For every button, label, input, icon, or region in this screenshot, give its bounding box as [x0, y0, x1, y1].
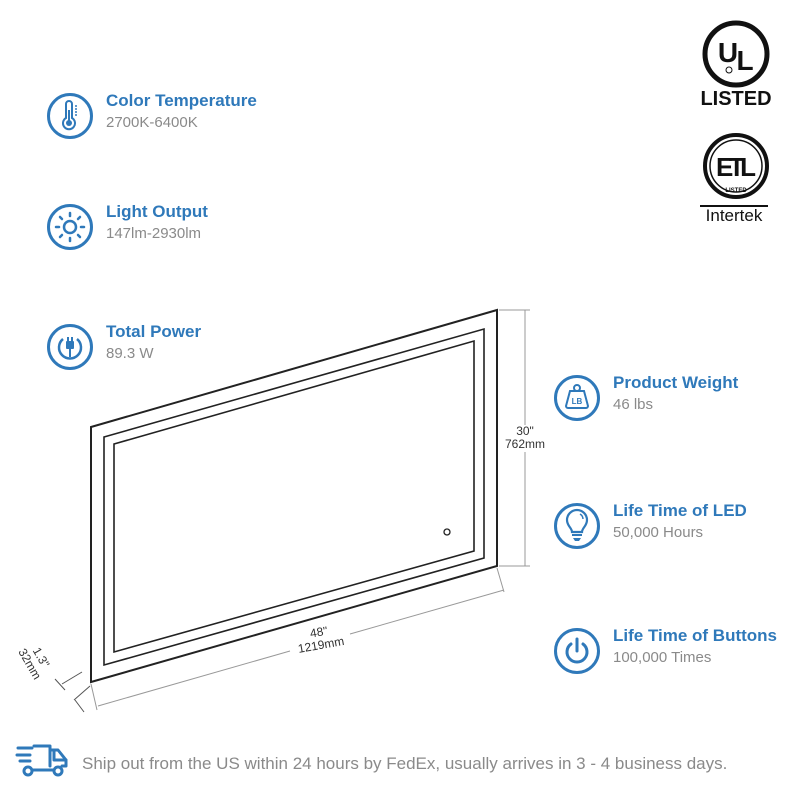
weight-badge: LB [572, 397, 583, 406]
truck-icon [15, 744, 68, 777]
svg-text:U: U [718, 37, 738, 68]
feature-value: 2700K-6400K [106, 114, 198, 131]
svg-text:ETL: ETL [716, 152, 756, 182]
height-inches: 30" [516, 424, 534, 438]
mirror-glass [113, 339, 475, 654]
feature-value: 100,000 Times [613, 649, 712, 666]
shipping-text: Ship out from the US within 24 hours by … [82, 754, 728, 773]
height-dimension-line [499, 309, 530, 567]
feature-title: Total Power [106, 322, 202, 341]
height-label: 30" 762mm [500, 425, 550, 451]
mirror-outer-frame [90, 308, 498, 684]
touch-button [443, 528, 451, 536]
feature-title: Life Time of LED [613, 501, 747, 520]
feature-title: Life Time of Buttons [613, 626, 778, 645]
intertek-label: Intertek [705, 206, 763, 225]
power-plug-icon [47, 324, 93, 370]
feature-value: 147lm-2930lm [106, 225, 202, 242]
mirror-led-band [103, 327, 485, 667]
depth-dimension-line [54, 671, 91, 713]
svg-text:L: L [736, 45, 753, 76]
ul-listed-logo: U L [702, 20, 770, 88]
feature-title: Light Output [106, 202, 208, 221]
width-dimension-line [90, 567, 505, 711]
etl-listed-logo: ETL LISTED [703, 133, 769, 199]
feature-value: 89.3 W [106, 345, 154, 362]
feature-title: Color Temperature [106, 91, 257, 110]
thermometer-icon [47, 93, 93, 139]
etl-sub: LISTED [725, 188, 747, 194]
feature-value: 46 lbs [613, 396, 654, 413]
feature-value: 50,000 Hours [613, 524, 704, 541]
divider [700, 205, 768, 207]
feature-title: Product Weight [613, 373, 739, 392]
power-button-icon [554, 628, 600, 674]
ul-listed-label: LISTED [700, 88, 772, 110]
height-mm: 762mm [504, 437, 545, 451]
weight-lb-icon: LB [554, 375, 600, 421]
sun-icon [47, 204, 93, 250]
light-bulb-icon [554, 503, 600, 549]
